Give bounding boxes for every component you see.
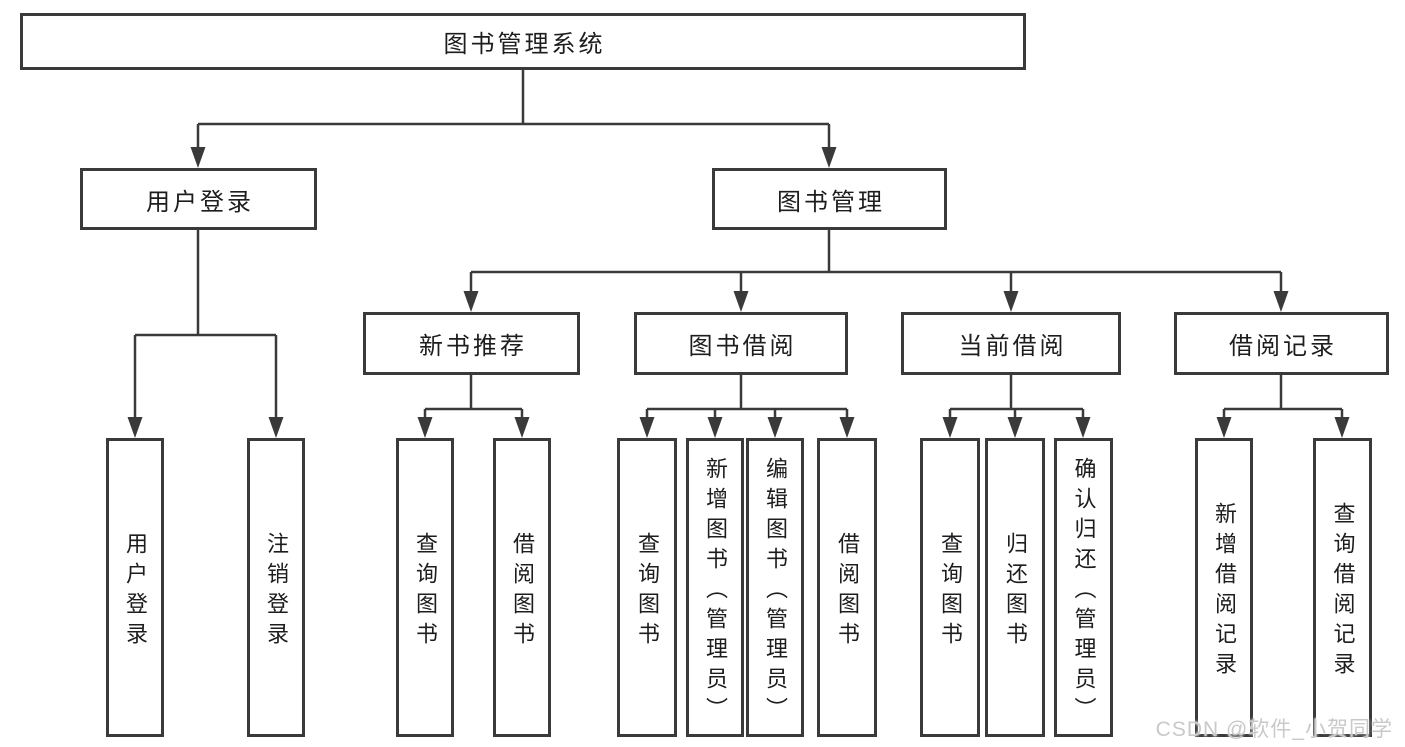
node-label: 查询借阅记录 [1330, 501, 1356, 682]
node-label: 新书推荐 [419, 333, 527, 360]
leaf-edit-books-admin: 编辑图书（管理员） [746, 438, 804, 737]
node-label: 归还图书 [1003, 531, 1028, 652]
node-current-borrowing: 当前借阅 [901, 312, 1121, 375]
node-label: 查询图书 [413, 531, 438, 652]
node-label: 借阅记录 [1229, 333, 1337, 360]
leaf-query-books-borrowing: 查询图书 [617, 438, 677, 737]
node-label: 图书管理系统 [443, 31, 606, 58]
arrowhead [1007, 417, 1023, 438]
arrowhead [190, 147, 206, 168]
arrowhead [839, 417, 855, 438]
leaf-borrow-books-recommend: 借阅图书 [493, 438, 551, 737]
tree-edges [133, 70, 1344, 421]
arrowhead [767, 417, 783, 438]
node-book-management: 图书管理 [712, 168, 947, 230]
leaf-user-login: 用户登录 [106, 438, 164, 737]
node-new-book-recommend: 新书推荐 [363, 312, 580, 375]
leaf-logout: 注销登录 [247, 438, 305, 737]
arrowhead [1334, 417, 1350, 438]
arrowhead [821, 147, 837, 168]
node-label: 编辑图书（管理员） [763, 456, 788, 727]
arrowhead [417, 417, 433, 438]
leaf-query-books-current: 查询图书 [920, 438, 980, 737]
arrowhead [733, 291, 749, 312]
node-label: 查询图书 [938, 531, 963, 652]
leaf-return-books: 归还图书 [985, 438, 1045, 737]
leaf-add-books-admin: 新增图书（管理员） [686, 438, 744, 737]
edge-lines [133, 70, 1344, 421]
node-label: 当前借阅 [958, 333, 1067, 360]
node-label: 用户登录 [146, 188, 254, 216]
leaf-query-books-recommend: 查询图书 [396, 438, 454, 737]
node-label: 借阅图书 [510, 531, 535, 652]
arrowhead [707, 417, 723, 438]
node-borrowing-records: 借阅记录 [1174, 312, 1389, 375]
arrowhead [1075, 417, 1091, 438]
arrowheads [127, 147, 1350, 438]
arrowhead [639, 417, 655, 438]
arrowhead [463, 291, 479, 312]
node-label: 注销登录 [264, 531, 289, 652]
leaf-confirm-return-admin: 确认归还（管理员） [1054, 438, 1113, 737]
node-label: 用户登录 [123, 531, 148, 652]
node-user-login: 用户登录 [80, 168, 317, 230]
arrowhead [514, 417, 530, 438]
arrowhead [268, 417, 284, 438]
node-label: 新增图书（管理员） [703, 456, 728, 727]
node-label: 查询图书 [635, 531, 660, 652]
leaf-query-borrow-record: 查询借阅记录 [1313, 438, 1372, 737]
leaf-add-borrow-record: 新增借阅记录 [1195, 438, 1253, 737]
node-label: 图书管理 [777, 188, 885, 216]
arrowhead [1003, 291, 1019, 312]
arrowhead [1273, 291, 1289, 312]
arrowhead [942, 417, 958, 438]
node-book-borrowing: 图书借阅 [634, 312, 848, 375]
node-label: 借阅图书 [835, 531, 860, 652]
arrowhead [1216, 417, 1232, 438]
arrowhead [127, 417, 143, 438]
leaf-borrow-books-borrowing: 借阅图书 [817, 438, 877, 737]
node-library-management-system: 图书管理系统 [20, 13, 1026, 70]
csdn-watermark: CSDN @软件_小贺同学 [1155, 718, 1393, 741]
node-label: 新增借阅记录 [1212, 501, 1237, 682]
node-label: 图书借阅 [688, 333, 797, 360]
node-label: 确认归还（管理员） [1071, 456, 1097, 727]
